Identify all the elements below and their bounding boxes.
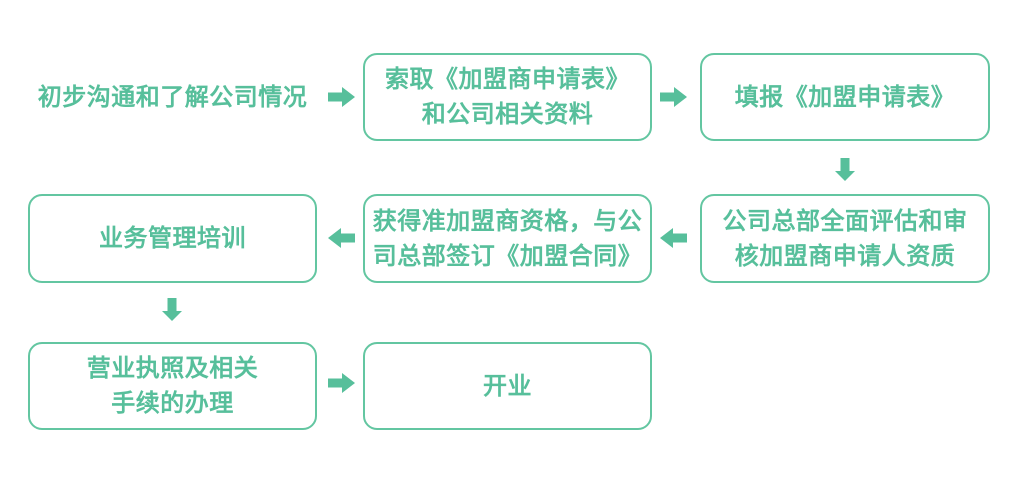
step-business-training-label: 业务管理培训 — [99, 225, 246, 252]
step-business-training: 业务管理培训 — [28, 194, 317, 283]
step-sign-contract-label: 获得准加盟商资格，与公 司总部签订《加盟合同》 — [372, 207, 643, 270]
arrow-left-icon — [328, 228, 355, 248]
arrow-right-icon — [328, 87, 355, 107]
arrow-right-icon — [660, 87, 687, 107]
arrow-down-icon — [162, 298, 182, 321]
step-opening: 开业 — [363, 342, 652, 430]
step-fill-application-label: 填报《加盟申请表》 — [734, 83, 956, 111]
step-headquarters-review: 公司总部全面评估和审 核加盟商申请人资质 — [700, 194, 990, 283]
arrow-down-icon — [835, 158, 855, 181]
step-initial-communication-label: 初步沟通和了解公司情况 — [37, 83, 308, 111]
step-license-procedures-label: 营业执照及相关 手续的办理 — [86, 355, 259, 417]
arrow-right-icon — [328, 373, 355, 393]
arrow-left-icon — [660, 228, 687, 248]
step-sign-contract: 获得准加盟商资格，与公 司总部签订《加盟合同》 — [363, 194, 652, 283]
step-headquarters-review-label: 公司总部全面评估和审 核加盟商申请人资质 — [722, 207, 968, 270]
step-request-forms-label: 索取《加盟商申请表》 和公司相关资料 — [385, 66, 630, 128]
step-license-procedures: 营业执照及相关 手续的办理 — [28, 342, 317, 430]
step-initial-communication: 初步沟通和了解公司情况 — [28, 53, 317, 141]
step-request-forms: 索取《加盟商申请表》 和公司相关资料 — [363, 53, 652, 141]
step-opening-label: 开业 — [483, 372, 532, 400]
step-fill-application: 填报《加盟申请表》 — [700, 53, 990, 141]
